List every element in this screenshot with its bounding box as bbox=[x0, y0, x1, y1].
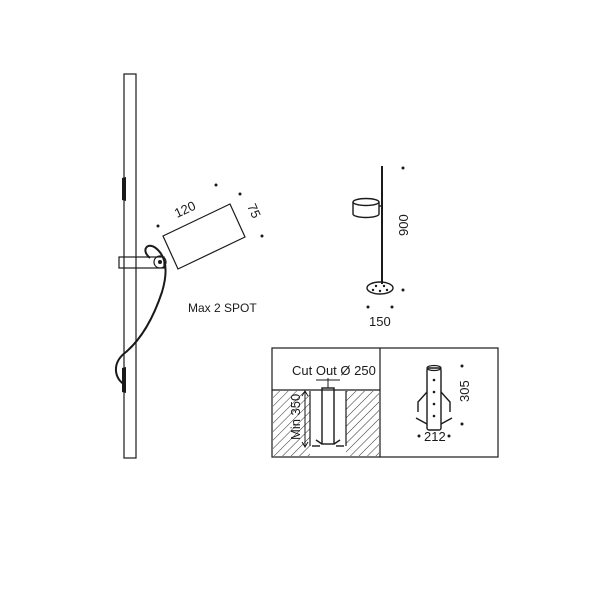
pole-with-spot: 120 75 Max 2 SPOT bbox=[115, 73, 264, 459]
pole bbox=[123, 73, 137, 459]
spot-head bbox=[162, 203, 246, 270]
power-cable bbox=[115, 244, 167, 385]
anchor-height-dim: 305 bbox=[457, 380, 472, 402]
spot-caption: Max 2 SPOT bbox=[188, 301, 257, 315]
lamp-base-dim: 150 bbox=[369, 314, 391, 329]
floor-lamp: 900 150 bbox=[352, 166, 411, 329]
spot-bracket bbox=[118, 256, 165, 269]
spot-pivot bbox=[153, 255, 167, 269]
spot-width-dim: 120 bbox=[172, 198, 198, 221]
install-detail: Cut Out Ø 250 Min 350 305 212 bbox=[271, 347, 499, 458]
lamp-height-dim: 900 bbox=[396, 214, 411, 236]
lower-clip bbox=[122, 367, 126, 393]
lamp-base bbox=[366, 281, 394, 295]
install-frame bbox=[271, 347, 499, 458]
spot-height-dim: 75 bbox=[244, 201, 264, 220]
anchor-width-dim: 212 bbox=[424, 429, 446, 444]
cutout-label: Cut Out Ø 250 bbox=[292, 363, 376, 378]
lamp-shade bbox=[352, 202, 380, 219]
min-depth-label: Min 350 bbox=[288, 394, 303, 440]
cutout-hole bbox=[310, 391, 346, 456]
upper-clip bbox=[122, 177, 126, 201]
ground-anchor bbox=[415, 364, 453, 431]
